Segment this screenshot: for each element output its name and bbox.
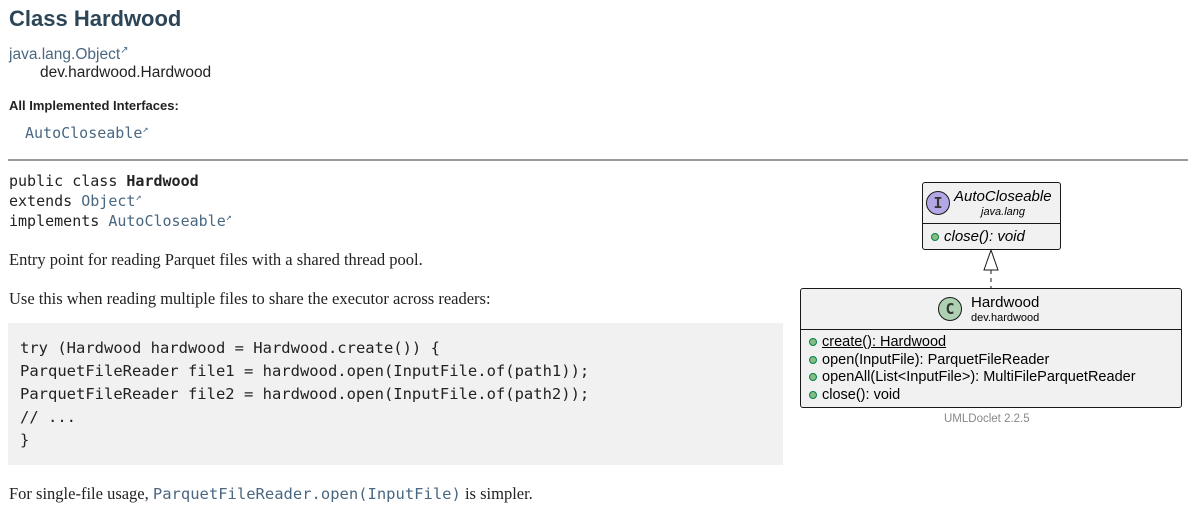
class-badge-icon: C	[938, 297, 962, 321]
class-method: create(): Hardwood	[822, 334, 947, 350]
class-method: open(InputFile): ParquetFileReader	[822, 351, 1050, 368]
class-package: dev.hardwood	[971, 312, 1040, 324]
public-method-icon	[809, 355, 817, 364]
external-link-icon: ↗	[120, 45, 129, 56]
public-method-icon	[809, 390, 817, 399]
interface-package: java.lang	[981, 206, 1026, 218]
external-link-icon: ↗	[142, 124, 149, 135]
sig-prefix: public class	[9, 172, 127, 190]
realization-arrow	[983, 248, 999, 288]
divider	[8, 159, 1188, 161]
code-line: ParquetFileReader file1 = hardwood.open(…	[20, 362, 590, 380]
parquetfilereader-open-link[interactable]: ParquetFileReader.open(InputFile)	[152, 485, 461, 503]
page-title: Class Hardwood	[9, 6, 182, 31]
inheritance-tree: java.lang.Object↗	[9, 45, 129, 64]
code-line: // ...	[20, 408, 76, 426]
code-line: ParquetFileReader file2 = hardwood.open(…	[20, 385, 590, 403]
uml-interface-box[interactable]: I AutoCloseable java.lang close(): void	[922, 182, 1061, 250]
interface-badge-icon: I	[926, 191, 950, 215]
description-p1: Entry point for reading Parquet files wi…	[9, 250, 423, 269]
autocloseable-sig-link[interactable]: AutoCloseable	[108, 212, 226, 230]
external-link-icon: ↗	[225, 212, 232, 223]
code-block	[8, 323, 783, 465]
interfaces-label: All Implemented Interfaces:	[9, 98, 179, 113]
sig-class-name: Hardwood	[126, 172, 199, 190]
code-line: }	[20, 431, 30, 449]
class-signature: public class Hardwood	[9, 172, 199, 190]
interface-name: AutoCloseable	[954, 188, 1052, 205]
current-class: dev.hardwood.Hardwood	[40, 64, 212, 81]
description-p3: For single-file usage, ParquetFileReader…	[9, 484, 533, 504]
p3-suffix: is simpler.	[460, 484, 533, 503]
public-method-icon	[809, 373, 817, 382]
uml-footer: UMLDoclet 2.2.5	[944, 413, 1030, 425]
class-method: close(): void	[822, 386, 901, 403]
p3-prefix: For single-file usage,	[9, 484, 153, 503]
code-line: try (Hardwood hardwood = Hardwood.create…	[20, 339, 440, 357]
class-name: Hardwood	[971, 294, 1040, 311]
interface-method: close(): void	[944, 228, 1025, 245]
extends-keyword: extends	[9, 192, 82, 210]
uml-class-box[interactable]: C Hardwood dev.hardwood create(): Hardwo…	[800, 288, 1182, 408]
autocloseable-link[interactable]: AutoCloseable	[25, 124, 143, 142]
java-lang-object-link[interactable]: java.lang.Object	[9, 46, 121, 64]
external-link-icon: ↗	[135, 192, 142, 203]
implements-keyword: implements	[9, 212, 109, 230]
public-method-icon	[809, 338, 817, 347]
public-method-icon	[931, 233, 939, 242]
class-method: openAll(List<InputFile>): MultiFileParqu…	[822, 369, 1136, 385]
description-p2: Use this when reading multiple files to …	[9, 289, 491, 308]
object-link[interactable]: Object	[81, 192, 136, 210]
